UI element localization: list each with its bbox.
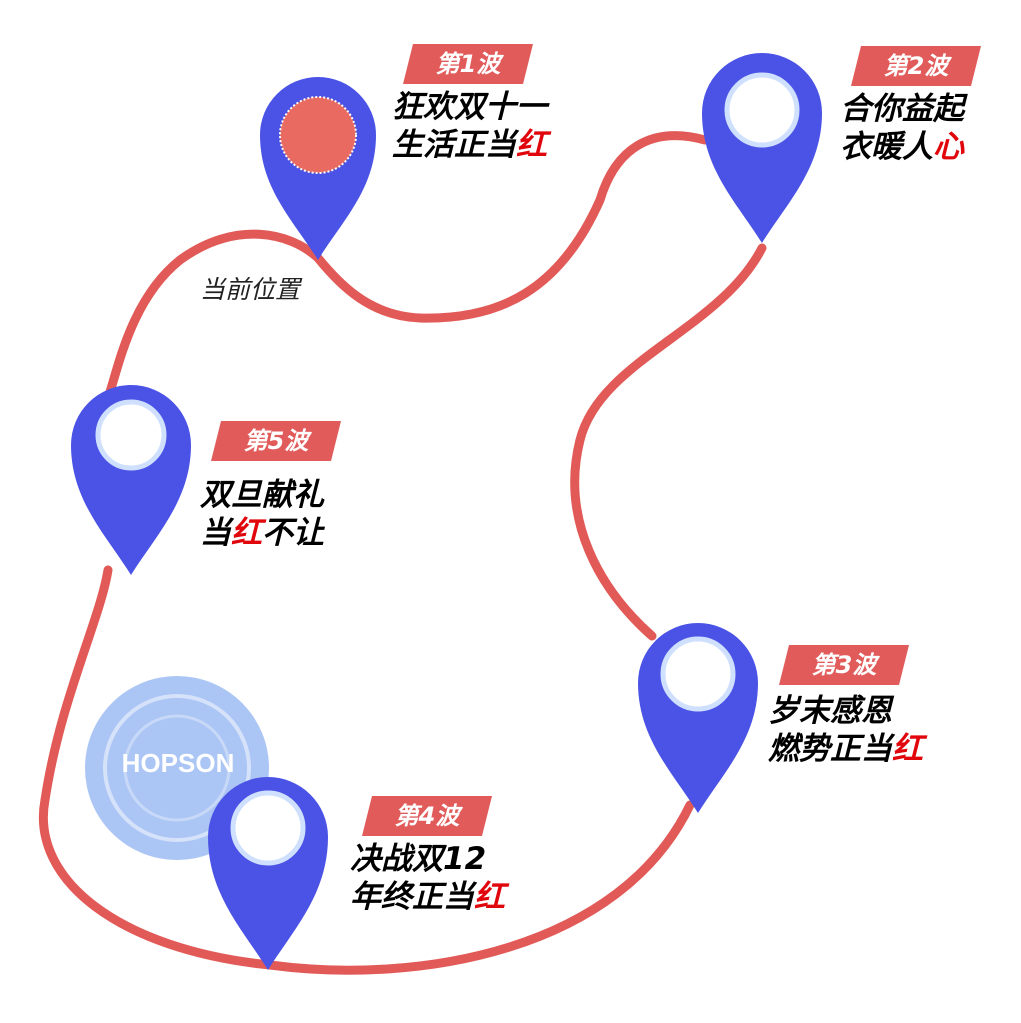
pin-center [95,399,167,471]
pin-stage-1[interactable] [260,77,376,260]
pin-center [724,72,800,148]
stage-tag-text: 第5波 [243,427,309,455]
slogan-line-2: 年终正当红 [350,879,505,915]
stage-1-tag: 第1波 [403,44,533,84]
pin-stage-3[interactable] [638,623,758,813]
slogan-line-1: 决战双12 [350,841,487,877]
slogan-line-1: 合你益起 [840,91,964,127]
stage-2-tag: 第2波 [851,46,981,86]
stage-1-slogan: 狂欢双十一 生活正当红 [392,88,547,164]
stage-tag-text: 第2波 [883,52,949,80]
slogan-line-2: 当红不让 [200,515,324,551]
pin-stage-5[interactable] [71,385,191,575]
pin-center [660,636,736,712]
pin-center [230,790,306,866]
slogan-line-1: 双旦献礼 [200,477,324,513]
stage-tag-text: 第4波 [394,802,460,830]
stage-2-slogan: 合你益起 衣暖人心 [840,90,964,166]
stage-tag-text: 第1波 [435,50,501,78]
stage-5-slogan: 双旦献礼 当红不让 [200,476,324,552]
stage-5-tag: 第5波 [211,421,341,461]
pin-stage-4[interactable] [208,777,328,970]
stage-4-slogan: 决战双12 年终正当红 [350,840,505,916]
slogan-line-2: 生活正当红 [392,127,547,163]
current-position-label: 当前位置 [200,275,301,304]
slogan-line-2: 燃势正当红 [768,731,923,767]
stage-4-tag: 第4波 [362,796,492,836]
brand-name: HOPSON [121,748,235,778]
slogan-line-2: 衣暖人心 [840,129,964,165]
slogan-line-1: 狂欢双十一 [392,89,547,125]
stage-3-slogan: 岁末感恩 燃势正当红 [768,692,923,768]
route-path [38,131,767,975]
slogan-line-1: 岁末感恩 [768,693,892,729]
pin-stage-2[interactable] [702,53,822,243]
pin-center [279,96,357,174]
stage-3-tag: 第3波 [779,645,909,685]
stage-tag-text: 第3波 [811,651,877,679]
